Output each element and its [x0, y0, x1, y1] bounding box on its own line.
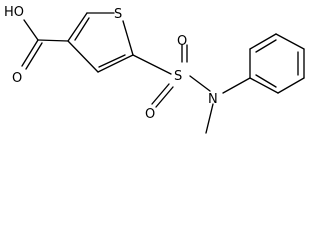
bond-hydroxyl-carboxyl-carbon — [23, 19, 39, 41]
bond-thiophene-c3-c2 — [67, 12, 88, 42]
atom-label-sulfonyl-sulfur: S — [174, 69, 182, 84]
bond-thiophene-c5-c4 — [97, 54, 134, 73]
bond-carboxyl-carbon-carbonyl-oxygen — [21, 39, 39, 67]
bond-carboxyl-carbon-ring — [37, 39, 69, 42]
atom-label-amine-nitrogen: N — [208, 92, 218, 107]
bond-sulfonyl-sulfur-nitrogen — [189, 75, 211, 92]
bond-thiophene-c4-c3 — [67, 40, 99, 73]
bond-ring-sulfonyl-sulfur — [132, 54, 172, 75]
chemical-structure-diagram: HO O S S O O N — [4, 5, 305, 134]
bond-thiophene-c3-c2-inner — [74, 17, 90, 41]
bond-nitrogen-methyl — [205, 103, 214, 134]
bond-phenyl-c2-c3 — [249, 33, 277, 50]
bond-phenyl-c2-c3-inner — [255, 39, 277, 53]
bond-thiophene-sulfur-c5 — [122, 20, 134, 56]
bond-carboxyl-carbon-carbonyl-oxygen-inner — [25, 42, 43, 70]
bond-phenyl-c6-c1-inner — [255, 74, 277, 88]
bond-thiophene-c5-c4-inner — [98, 54, 126, 68]
bond-phenyl-c6-c1 — [249, 77, 279, 94]
atom-label-sulfonyl-oxygen-bottom: O — [145, 107, 155, 122]
bond-phenyl-c5-c6 — [277, 77, 305, 94]
atom-label-sulfonyl-oxygen-top: O — [177, 34, 187, 49]
atom-label-carbonyl-oxygen: O — [12, 71, 22, 86]
bond-phenyl-c3-c4 — [275, 33, 305, 50]
bond-sulfonyl-oxygen-bottom-inner — [155, 86, 174, 108]
atom-label-thiophene-sulfur: S — [114, 7, 122, 22]
bond-nitrogen-phenyl — [222, 77, 251, 94]
bond-sulfonyl-oxygen-bottom — [151, 83, 170, 105]
atom-label-hydroxyl: HO — [4, 5, 24, 20]
